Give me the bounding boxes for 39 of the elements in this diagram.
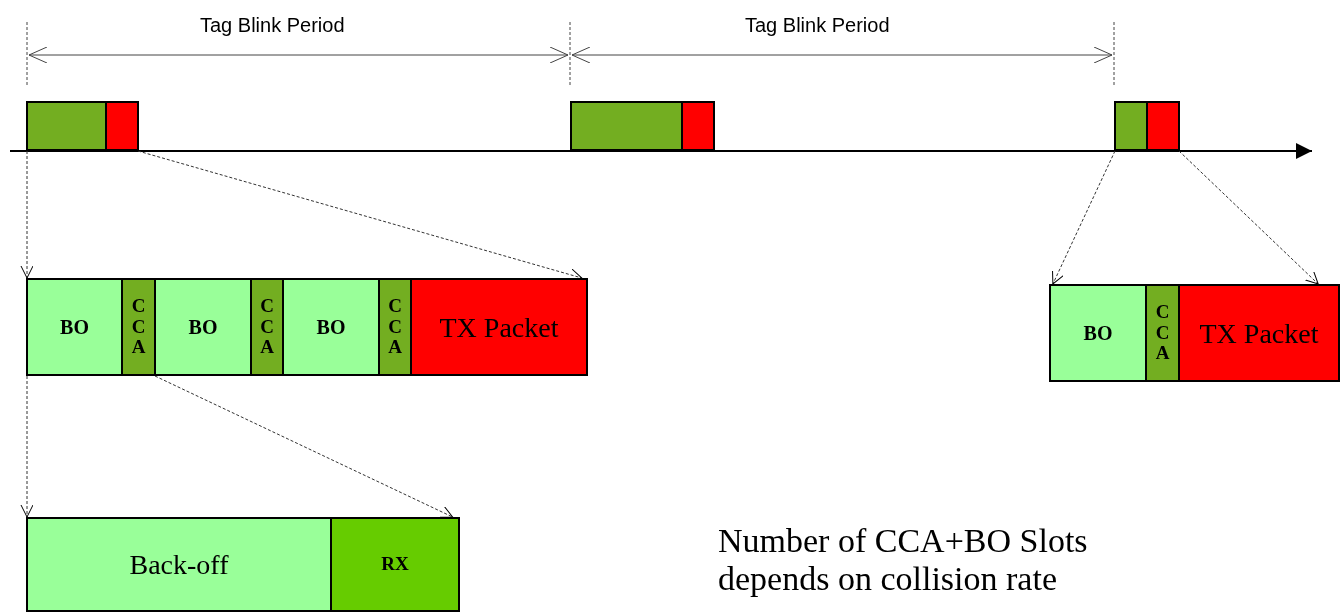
slot-label: BO (1083, 321, 1113, 346)
backoff-slot (26, 517, 332, 612)
tx-packet-slot (410, 278, 588, 376)
slot-label: CCA (130, 295, 147, 359)
period-label: Tag Blink Period (200, 13, 345, 38)
note-text: Number of CCA+BO Slots depends on collision rate (718, 522, 1089, 598)
rx-slot (330, 517, 460, 612)
backoff-block (570, 101, 683, 151)
slot-label: BO (188, 315, 218, 340)
zoom-arrow (20, 375, 34, 518)
zoom-arrow (137, 150, 583, 281)
slot-label: CCA (259, 295, 275, 359)
zoom-arrow (20, 150, 34, 279)
cca-slot (378, 278, 412, 376)
tx-packet-slot (1178, 284, 1340, 382)
cca-slot (250, 278, 284, 376)
slot-label: TX Packet (1199, 316, 1319, 351)
cca-slot (1145, 284, 1180, 382)
slot-label: BO (60, 315, 89, 340)
slot-label: TX Packet (439, 310, 559, 345)
zoom-arrow (154, 375, 454, 518)
tx-block (1146, 101, 1180, 151)
tx-block (681, 101, 715, 151)
zoom-arrow (1052, 150, 1116, 285)
zoom-arrow (1178, 150, 1319, 285)
slot-label: CCA (387, 295, 403, 359)
slot-label: Back-off (129, 547, 229, 582)
slot-label: RX (381, 552, 409, 577)
backoff-block (1114, 101, 1148, 151)
tx-block (105, 101, 139, 151)
slot-label: CCA (1154, 301, 1171, 365)
cca-slot (121, 278, 156, 376)
period-label: Tag Blink Period (745, 13, 890, 38)
backoff-slot (282, 278, 380, 376)
backoff-slot (1049, 284, 1147, 382)
backoff-slot (26, 278, 123, 376)
slot-label: BO (316, 315, 346, 340)
backoff-block (26, 101, 107, 151)
backoff-slot (154, 278, 252, 376)
